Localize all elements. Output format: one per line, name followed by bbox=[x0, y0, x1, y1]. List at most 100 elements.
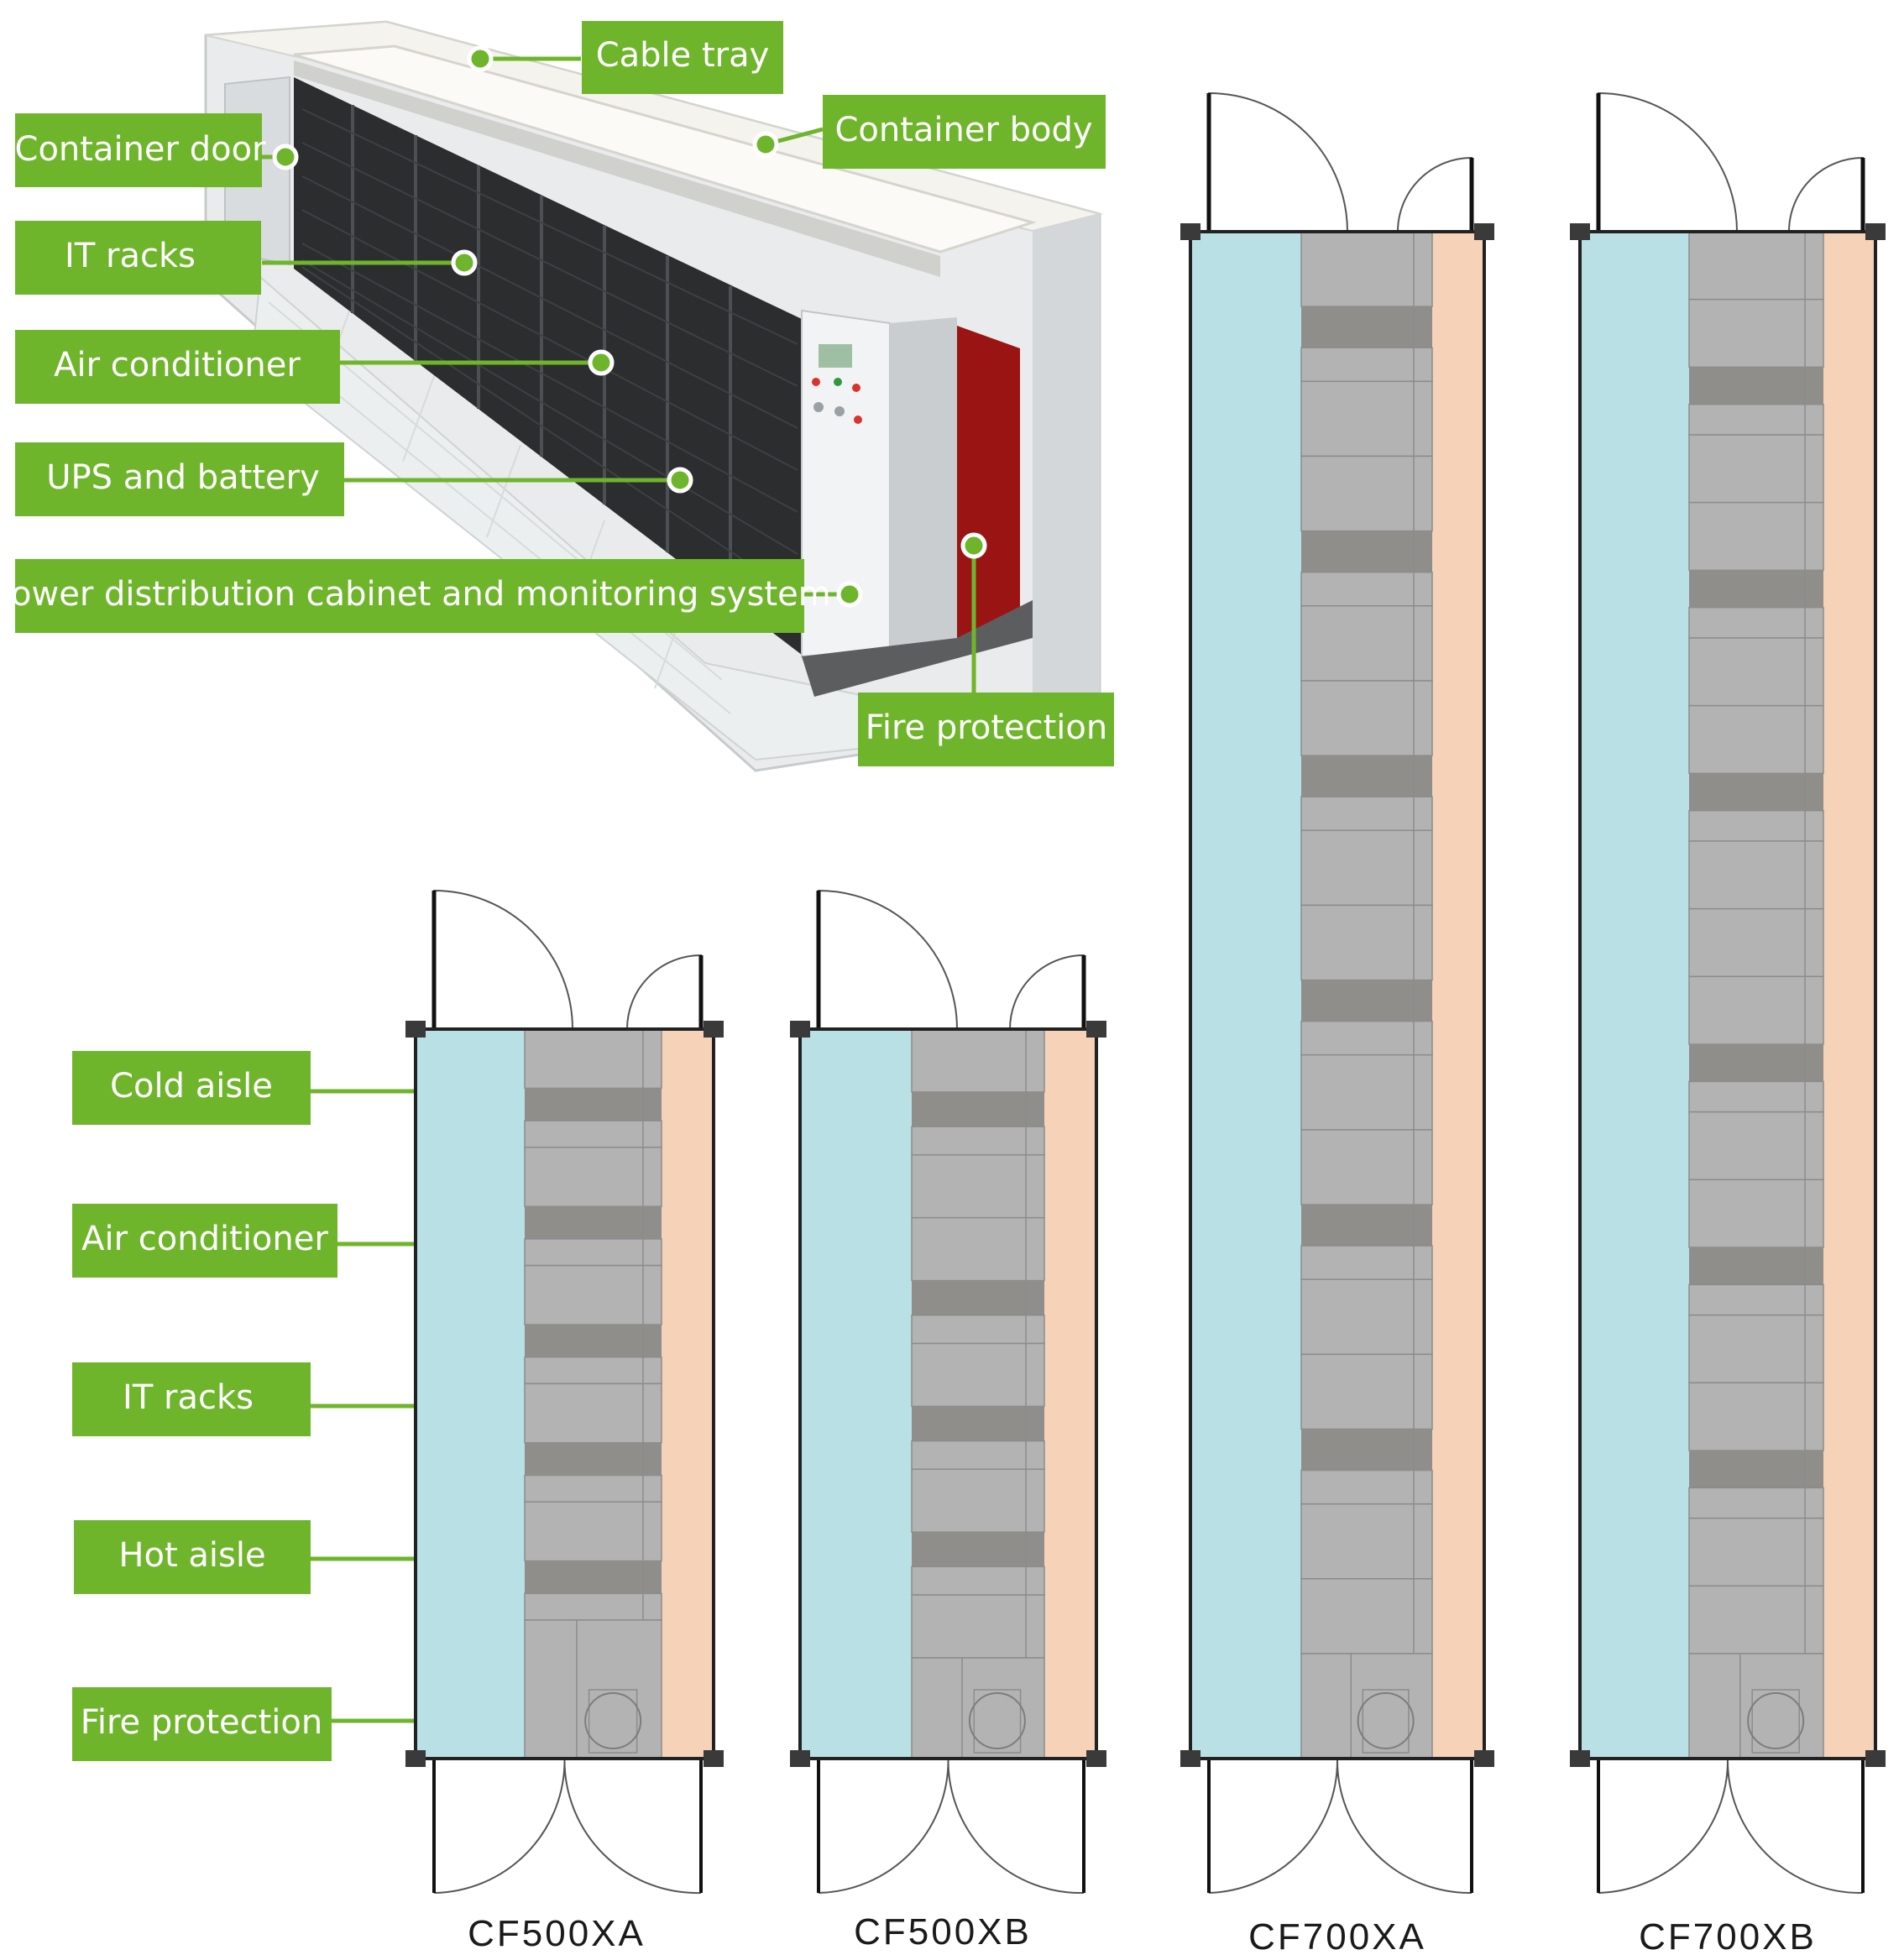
model-label-cf500xa: CF500XA bbox=[468, 1913, 646, 1954]
callout-dots bbox=[272, 45, 987, 608]
it-rack bbox=[1300, 829, 1433, 907]
corner-post bbox=[1474, 223, 1494, 240]
it-rack bbox=[1688, 1487, 1824, 1519]
callout-air-conditioner-label: Air conditioner bbox=[54, 346, 301, 384]
it-rack bbox=[911, 1126, 1045, 1156]
it-rack bbox=[911, 1566, 1045, 1596]
fire-protection-area bbox=[911, 1657, 1045, 1759]
it-rack bbox=[1688, 809, 1824, 842]
it-rack bbox=[1688, 1111, 1824, 1181]
air-conditioner-unit bbox=[1301, 1429, 1432, 1471]
it-rack bbox=[1300, 680, 1433, 756]
callout-fire-protection-label: Fire protection bbox=[866, 708, 1107, 747]
top-callouts: Cable tray Container body Container door… bbox=[0, 21, 1114, 766]
it-rack bbox=[1300, 571, 1433, 607]
air-conditioner-unit bbox=[912, 1091, 1044, 1127]
it-rack bbox=[524, 1501, 662, 1562]
door-top-right bbox=[1009, 954, 1085, 1030]
it-rack bbox=[1300, 1353, 1433, 1430]
it-rack bbox=[1300, 1053, 1433, 1131]
door-top-left bbox=[1208, 91, 1348, 233]
rack-row bbox=[294, 77, 802, 655]
it-rack bbox=[1688, 501, 1824, 572]
it-rack bbox=[1688, 1314, 1824, 1384]
it-rack bbox=[1300, 605, 1433, 682]
corner-post bbox=[790, 1750, 810, 1767]
cold-aisle bbox=[1580, 232, 1689, 1759]
it-rack bbox=[1688, 1585, 1824, 1654]
it-rack bbox=[1688, 298, 1824, 369]
corner-post bbox=[1474, 1750, 1494, 1767]
floor-plan-cf500xa bbox=[405, 889, 724, 1895]
it-rack bbox=[911, 1216, 1045, 1282]
door-top-right bbox=[1788, 156, 1864, 233]
it-rack bbox=[1300, 347, 1433, 383]
it-rack bbox=[524, 1120, 662, 1148]
it-rack bbox=[1688, 1517, 1824, 1587]
air-conditioner-unit bbox=[1689, 570, 1823, 608]
legend-it-racks: IT racks bbox=[72, 1362, 311, 1436]
fire-extinguisher-box bbox=[1751, 1689, 1800, 1754]
it-rack bbox=[1300, 1278, 1433, 1356]
door-bottom-left bbox=[433, 1758, 566, 1894]
legend-cold-aisle-label: Cold aisle bbox=[110, 1067, 273, 1106]
corner-post bbox=[1086, 1021, 1106, 1038]
air-conditioner-unit bbox=[912, 1280, 1044, 1315]
it-rack bbox=[524, 1028, 662, 1090]
callout-container-body-label: Container body bbox=[834, 111, 1092, 149]
corner-post bbox=[1180, 1750, 1200, 1767]
air-conditioner-unit bbox=[525, 1206, 662, 1239]
legend-it-racks-label: IT racks bbox=[123, 1378, 254, 1417]
it-rack bbox=[1300, 1020, 1433, 1056]
cabinet-indicators bbox=[812, 378, 862, 424]
air-conditioner-unit bbox=[912, 1406, 1044, 1441]
air-conditioner-unit bbox=[525, 1560, 662, 1594]
hot-aisle bbox=[1432, 232, 1484, 1759]
legend-hot-aisle: Hot aisle bbox=[74, 1520, 311, 1594]
it-rack bbox=[1688, 975, 1824, 1045]
legend-air-conditioner-label: Air conditioner bbox=[81, 1220, 328, 1258]
air-conditioner-unit bbox=[525, 1325, 662, 1357]
air-conditioner-unit bbox=[1689, 1247, 1823, 1285]
cabinet-side bbox=[890, 317, 957, 651]
it-rack bbox=[1300, 455, 1433, 532]
hot-aisle bbox=[1823, 232, 1875, 1759]
fire-protection-area bbox=[1688, 1653, 1824, 1759]
it-rack bbox=[1688, 1179, 1824, 1248]
it-rack bbox=[1688, 907, 1824, 978]
air-conditioner-unit bbox=[1689, 1451, 1823, 1488]
it-rack bbox=[1300, 1503, 1433, 1580]
it-rack bbox=[1688, 637, 1824, 707]
corner-post bbox=[704, 1021, 724, 1038]
door-bottom-right bbox=[947, 1758, 1085, 1895]
callout-container-door: Container door bbox=[15, 113, 266, 187]
door-bottom-left bbox=[1598, 1758, 1729, 1894]
rack-server-slots bbox=[301, 108, 798, 597]
container-wall bbox=[1189, 230, 1486, 1760]
hot-aisle bbox=[1044, 1029, 1096, 1759]
callout-power-distribution-label: Power distribution cabinet and monitorin… bbox=[0, 575, 831, 614]
fire-extinguisher-icon bbox=[968, 1692, 1026, 1749]
callout-it-racks-label: IT racks bbox=[65, 237, 196, 275]
it-rack bbox=[1300, 1578, 1433, 1654]
container-wall bbox=[414, 1027, 715, 1760]
cable-tray-shadow bbox=[294, 60, 940, 277]
corner-post bbox=[405, 1021, 426, 1038]
it-rack bbox=[524, 1147, 662, 1207]
container-end-wall bbox=[1033, 214, 1100, 730]
door-bottom-left bbox=[1208, 1758, 1339, 1894]
corner-post bbox=[1570, 1750, 1590, 1767]
corner-post bbox=[1180, 223, 1200, 240]
corner-post bbox=[1865, 223, 1886, 240]
it-rack bbox=[524, 1356, 662, 1385]
it-rack bbox=[1688, 840, 1824, 910]
air-conditioner-unit bbox=[525, 1088, 662, 1121]
it-rack bbox=[524, 1474, 662, 1503]
fire-extinguisher-icon bbox=[1747, 1692, 1805, 1749]
door-bottom-right bbox=[1336, 1758, 1472, 1895]
air-conditioner-unit bbox=[1301, 1205, 1432, 1247]
container-base bbox=[802, 600, 1033, 697]
it-rack bbox=[524, 1383, 662, 1444]
callout-cable-tray-label: Cable tray bbox=[596, 36, 770, 75]
legend-fire-protection-label: Fire protection bbox=[81, 1703, 322, 1742]
